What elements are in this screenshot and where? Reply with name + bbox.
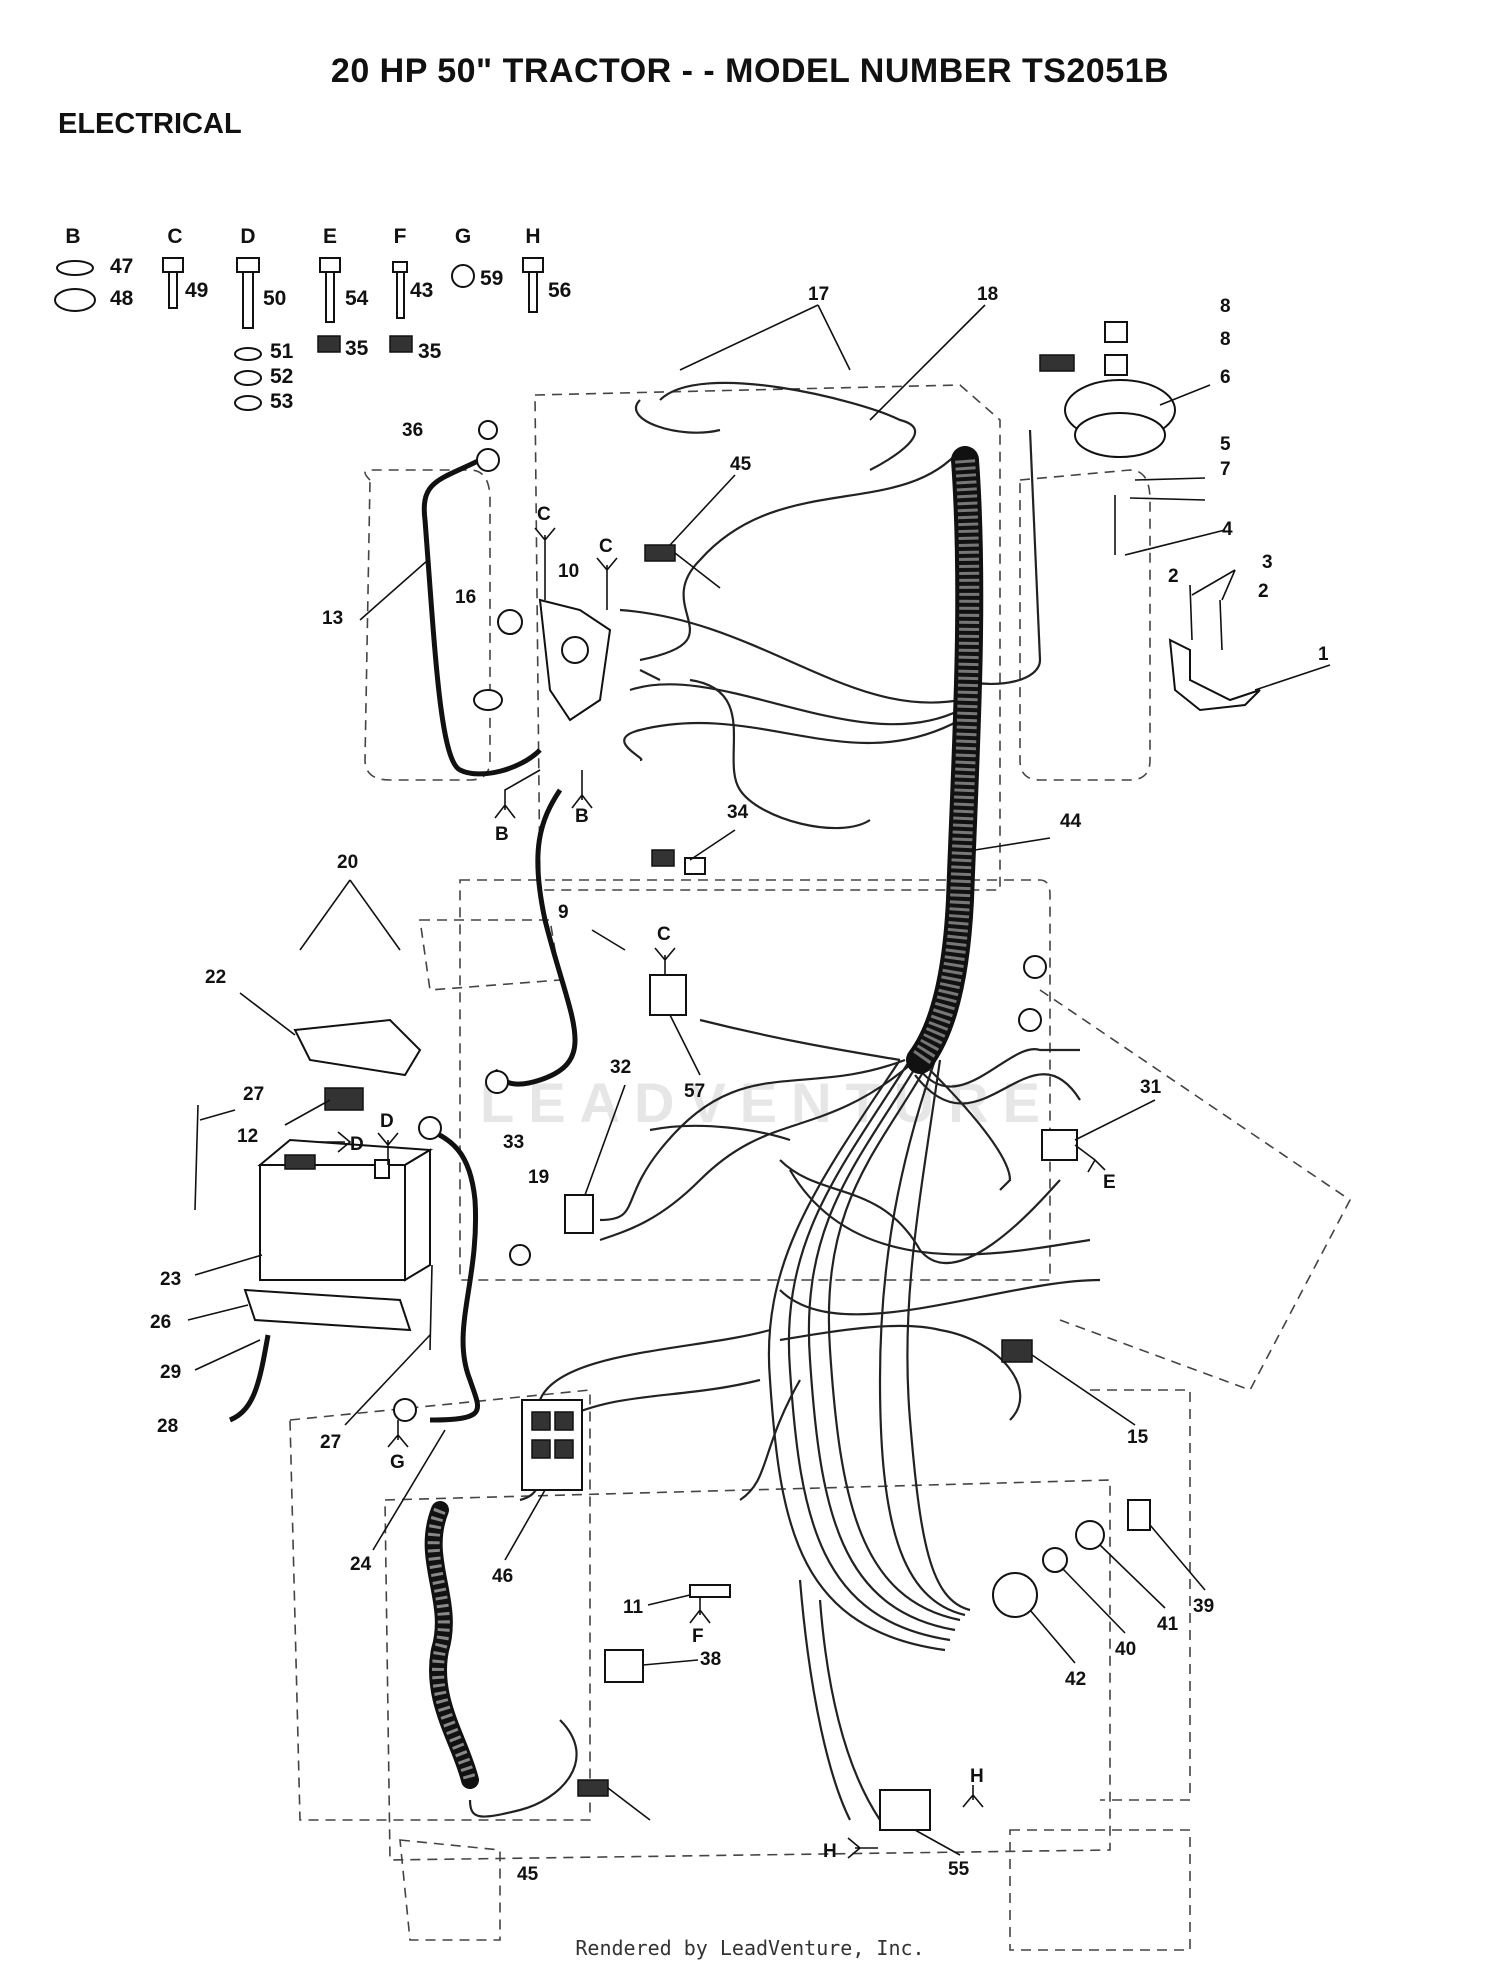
ref-c-3: C	[657, 924, 671, 945]
callout-34: 34	[727, 802, 749, 823]
hw-letter-d: D	[240, 225, 255, 248]
callout-10: 10	[558, 561, 579, 582]
hw-letter-h: H	[525, 225, 540, 248]
callout-8a: 8	[1220, 296, 1231, 317]
ref-b-2: B	[575, 806, 589, 827]
callout-22: 22	[205, 967, 226, 988]
callout-26: 26	[150, 1312, 171, 1333]
callout-8b: 8	[1220, 329, 1231, 350]
hw-letter-f: F	[394, 225, 407, 248]
callout-18: 18	[977, 284, 998, 305]
hw-letter-g: G	[455, 225, 471, 248]
tractor-outline	[289, 384, 1352, 1951]
ref-tag-marks	[320, 527, 1106, 1859]
ref-g-1: G	[390, 1452, 405, 1473]
hw-part-56: 56	[548, 279, 571, 302]
leader-lines	[187, 304, 1331, 1856]
harness-loom	[906, 446, 984, 1074]
callout-32: 32	[610, 1057, 631, 1078]
watermark: LEADVENTURE	[480, 1071, 1055, 1134]
hw-part-52: 52	[270, 365, 293, 388]
callout-39: 39	[1193, 1596, 1214, 1617]
callout-9: 9	[558, 902, 569, 923]
callout-2b: 2	[1258, 581, 1269, 602]
hw-part-59: 59	[480, 267, 503, 290]
hw-part-53: 53	[270, 390, 293, 413]
hw-letter-c: C	[167, 225, 182, 248]
callout-55: 55	[948, 1859, 970, 1880]
callout-45b: 45	[517, 1864, 539, 1885]
callout-11: 11	[623, 1597, 644, 1618]
callout-28: 28	[157, 1416, 178, 1437]
callout-6: 6	[1220, 367, 1231, 388]
hardware-icons	[54, 257, 544, 411]
ref-f-1: F	[692, 1626, 704, 1647]
callout-44: 44	[1060, 811, 1082, 832]
ref-h-2: H	[823, 1841, 837, 1862]
callout-29: 29	[160, 1362, 181, 1383]
callout-40: 40	[1115, 1639, 1136, 1660]
callout-46: 46	[492, 1566, 513, 1587]
callout-38: 38	[700, 1649, 721, 1670]
hw-part-49: 49	[185, 279, 208, 302]
callout-5: 5	[1220, 434, 1231, 455]
ref-d-2: D	[380, 1111, 394, 1132]
callout-31: 31	[1140, 1077, 1162, 1098]
section-heading: ELECTRICAL	[58, 108, 242, 140]
callout-7: 7	[1220, 459, 1231, 480]
callout-3: 3	[1262, 552, 1273, 573]
callout-20: 20	[337, 852, 358, 873]
ref-b-1: B	[495, 824, 509, 845]
callout-27b: 27	[320, 1432, 341, 1453]
ref-c-1: C	[537, 504, 551, 525]
battery-cables	[421, 457, 578, 1789]
hw-part-47: 47	[110, 255, 133, 278]
callout-17: 17	[808, 284, 829, 305]
hw-part-51: 51	[270, 340, 294, 363]
hw-part-54: 54	[345, 287, 369, 310]
callout-2a: 2	[1168, 566, 1179, 587]
footer-credit: Rendered by LeadVenture, Inc.	[575, 1936, 925, 1960]
ref-h-1: H	[970, 1766, 984, 1787]
hw-letter-e: E	[323, 225, 337, 248]
hw-part-50: 50	[263, 287, 286, 310]
callout-45a: 45	[730, 454, 752, 475]
callout-27a: 27	[243, 1084, 264, 1105]
callout-1: 1	[1318, 644, 1329, 665]
callout-41: 41	[1157, 1614, 1179, 1635]
callout-33: 33	[503, 1132, 524, 1153]
hw-part-35a: 35	[345, 337, 369, 360]
hw-part-35b: 35	[418, 340, 442, 363]
callout-4: 4	[1222, 519, 1233, 540]
components	[194, 321, 1261, 1831]
callout-12: 12	[237, 1126, 258, 1147]
page-title: 20 HP 50" TRACTOR - - MODEL NUMBER TS205…	[330, 52, 1170, 90]
callout-16: 16	[455, 587, 476, 608]
callout-24: 24	[350, 1554, 372, 1575]
callout-19: 19	[528, 1167, 549, 1188]
callout-36: 36	[402, 420, 423, 441]
callout-23: 23	[160, 1269, 181, 1290]
hw-letter-b: B	[65, 225, 80, 248]
callout-15: 15	[1127, 1427, 1149, 1448]
ref-c-2: C	[599, 536, 613, 557]
hw-part-43: 43	[410, 279, 433, 302]
callout-57: 57	[684, 1081, 705, 1102]
hw-part-48: 48	[110, 287, 134, 310]
ref-d-1: D	[350, 1134, 364, 1155]
callout-13: 13	[322, 608, 343, 629]
ref-e-1: E	[1103, 1172, 1116, 1193]
callout-42: 42	[1065, 1669, 1086, 1690]
